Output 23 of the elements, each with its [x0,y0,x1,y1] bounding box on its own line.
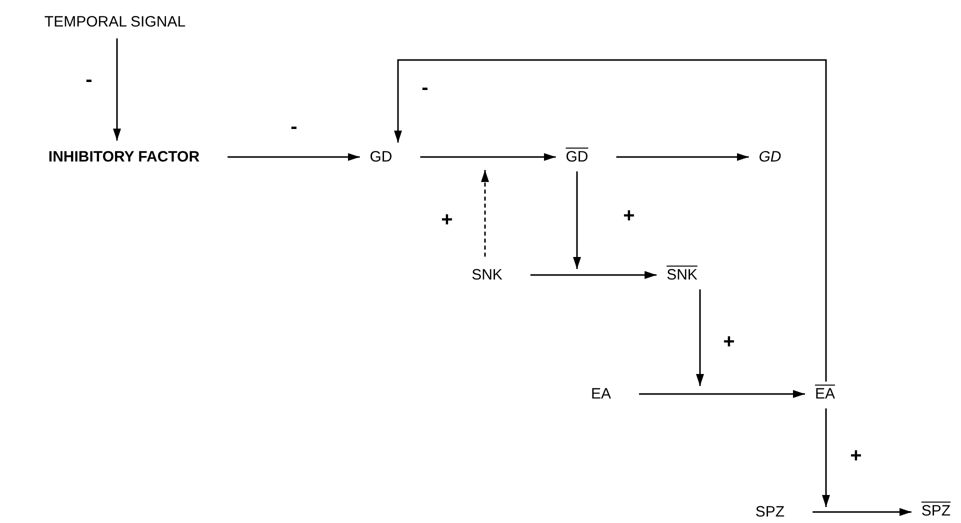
node-label: GD [370,146,392,168]
arrow [616,153,749,161]
node-label: SPZ [921,500,951,522]
node-label: GD [758,146,782,168]
arrow [394,59,827,382]
dashed-arrow [481,170,489,257]
arrow [822,408,830,507]
node-label: EA [815,384,835,404]
arrow [228,153,360,161]
node-label: SNK [666,264,698,286]
arrow [812,508,912,516]
node-label: INHIBITORY FACTOR [48,146,200,168]
node-label: TEMPORAL SIGNAL [44,12,186,32]
node-label: GD [566,146,588,168]
arrow [639,390,805,398]
arrow [113,38,121,141]
arrow [696,289,704,386]
node-label: SPZ [755,502,785,522]
arrow [530,271,657,279]
arrow [573,171,581,269]
node-label: EA [591,384,611,404]
node-label: SNK [472,264,502,286]
arrow [420,153,556,161]
